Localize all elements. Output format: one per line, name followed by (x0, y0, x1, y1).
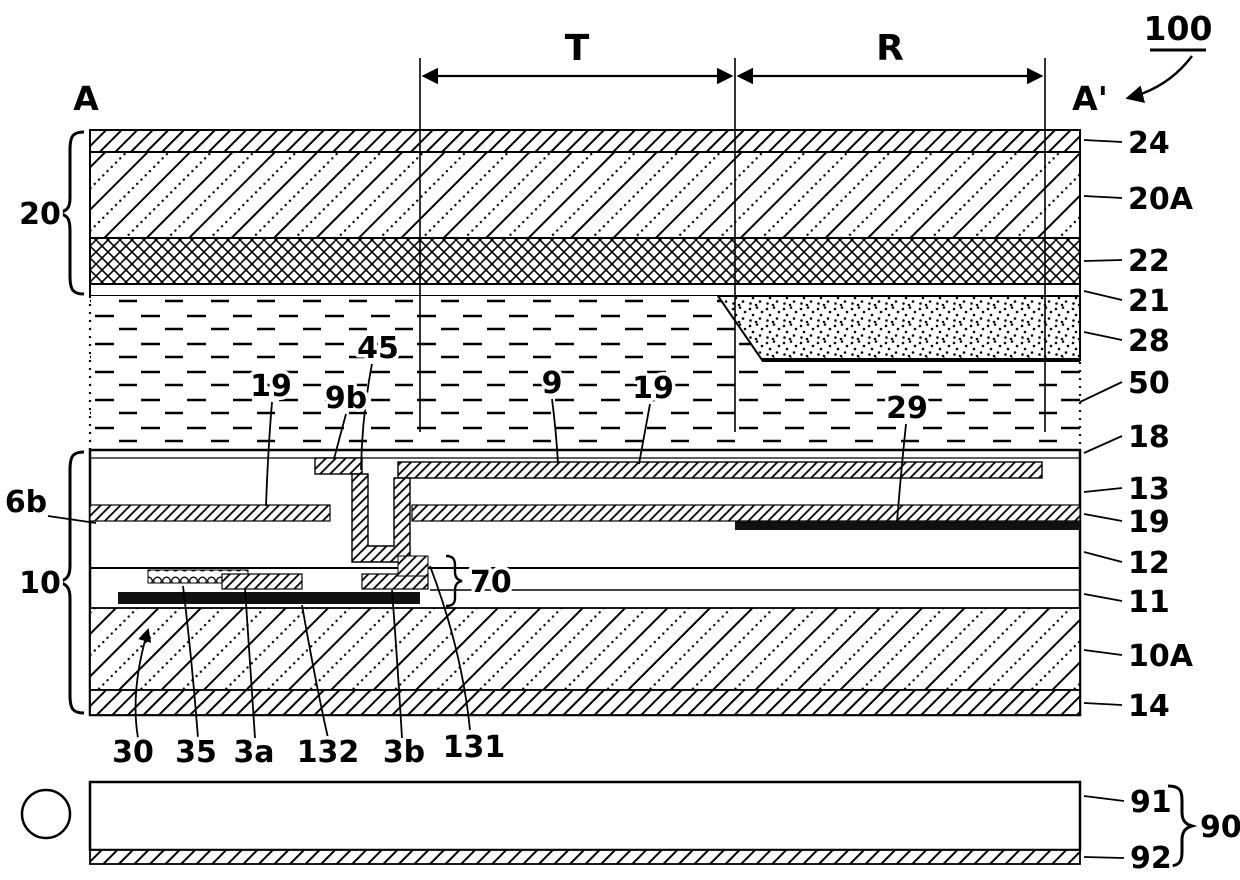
layer-20A-substrate (89, 151, 1081, 239)
label-13: 13 (1128, 472, 1170, 507)
figure-number-arrow (1125, 55, 1193, 104)
leader-21 (1083, 290, 1123, 301)
label-21: 21 (1128, 284, 1170, 319)
pixel-electrode-9 (397, 461, 1043, 479)
drain-electrode-3b (361, 573, 429, 590)
layer-24-polarizer (89, 129, 1081, 153)
label-132: 132 (297, 735, 360, 770)
leader-28 (1083, 331, 1123, 341)
leader-30 (134, 628, 152, 739)
contact-131 (397, 555, 429, 577)
section-marker-A: A (73, 79, 99, 118)
label-18: 18 (1128, 420, 1170, 455)
leader-29 (896, 423, 907, 523)
label-24: 24 (1128, 126, 1170, 161)
label-29: 29 (886, 391, 928, 426)
label-92: 92 (1130, 841, 1172, 876)
leader-131 (429, 565, 471, 731)
label-3b: 3b (383, 735, 425, 770)
label-10: 10 (19, 566, 61, 601)
layer-14-polarizer (89, 689, 1081, 716)
label-19-right: 19 (1128, 505, 1170, 540)
label-35: 35 (175, 735, 217, 770)
brace-10 (57, 450, 85, 715)
leader-50 (1079, 381, 1123, 403)
dim-label-R: R (876, 28, 904, 69)
leader-11 (1083, 593, 1123, 602)
label-20: 20 (19, 197, 61, 232)
leader-19-mid (638, 403, 651, 465)
label-19-mid: 19 (632, 371, 674, 406)
leader-9b (333, 413, 347, 460)
label-30: 30 (112, 735, 154, 770)
leader-20A (1083, 195, 1123, 199)
electrode-9b (314, 457, 363, 475)
leader-19-left (265, 401, 273, 507)
reflect-sheet-92 (89, 849, 1081, 865)
label-45: 45 (357, 331, 399, 366)
light-source-circle (20, 788, 72, 840)
label-14: 14 (1128, 689, 1170, 724)
label-6b: 6b (5, 485, 47, 520)
leader-6b (47, 515, 97, 524)
label-50: 50 (1128, 366, 1170, 401)
label-9b: 9b (325, 381, 367, 416)
leader-10A (1083, 649, 1123, 656)
layer-21-electrode (89, 283, 1081, 297)
leader-3b (391, 589, 403, 739)
electrode-19-left (89, 504, 331, 522)
leader-132 (301, 604, 329, 739)
label-9: 9 (542, 366, 563, 401)
leader-18 (1083, 435, 1123, 454)
leader-3a (244, 587, 256, 739)
label-131: 131 (443, 730, 506, 765)
label-22: 22 (1128, 244, 1170, 279)
substrate-10A (89, 607, 1081, 691)
label-91: 91 (1130, 785, 1172, 820)
leader-9 (551, 398, 559, 464)
label-12: 12 (1128, 546, 1170, 581)
leader-45 (360, 363, 373, 471)
label-70: 70 (470, 565, 512, 600)
leader-22 (1083, 259, 1123, 262)
label-3a: 3a (233, 735, 274, 770)
leader-24 (1083, 139, 1123, 143)
leader-19-right (1083, 513, 1123, 522)
label-19-left: 19 (250, 369, 292, 404)
label-28: 28 (1128, 324, 1170, 359)
reflective-layer-29 (735, 521, 1080, 530)
layer-22-color-filter (89, 237, 1081, 285)
leader-14 (1083, 702, 1123, 706)
label-11: 11 (1128, 585, 1170, 620)
contact-via-45 (351, 473, 411, 563)
section-marker-A-prime: A' (1072, 79, 1108, 118)
label-10A: 10A (1128, 639, 1194, 674)
brace-70 (445, 554, 463, 608)
label-20A: 20A (1128, 182, 1194, 217)
brace-90 (1167, 784, 1198, 868)
label-90: 90 (1200, 810, 1240, 845)
leader-13 (1083, 487, 1123, 493)
leader-35 (182, 585, 199, 739)
light-guide-91 (88, 780, 1082, 852)
layer-28-scattering (716, 295, 1081, 361)
brace-20 (57, 130, 85, 296)
leader-91 (1083, 795, 1125, 802)
leader-12 (1083, 551, 1123, 563)
electrode-19-right (411, 504, 1081, 522)
source-electrode-3a (221, 573, 303, 590)
gate-line-132 (118, 592, 420, 604)
leader-92 (1083, 856, 1125, 859)
figure-number: 100 (1144, 9, 1213, 48)
dim-label-T: T (565, 28, 590, 69)
